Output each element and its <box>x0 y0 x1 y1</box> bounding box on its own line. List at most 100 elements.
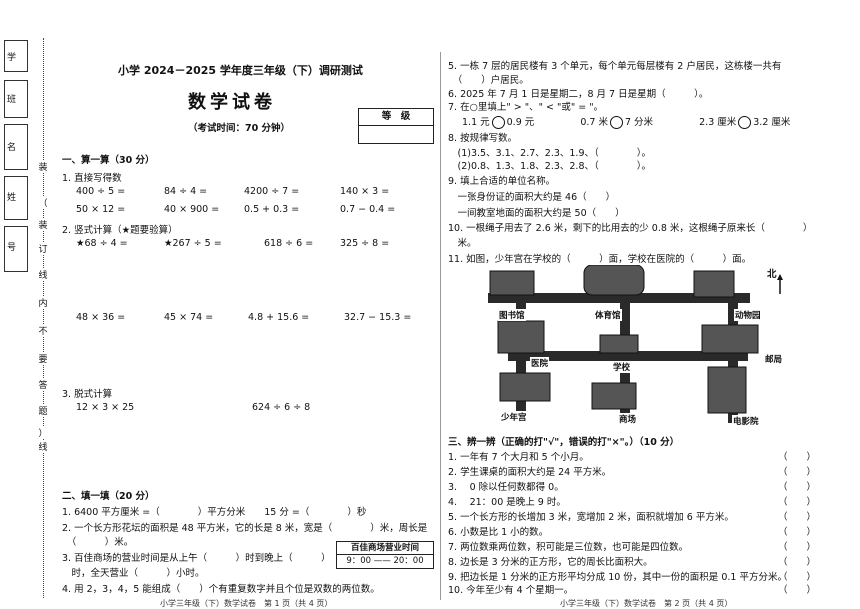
post-office-building <box>701 324 759 354</box>
binding-char: 答 <box>37 378 49 391</box>
binding-char: 线 <box>37 268 49 281</box>
library-building <box>489 270 535 296</box>
side-box <box>4 40 28 72</box>
answer-paren[interactable]: （ ） <box>778 585 817 596</box>
fill-item: 一间教室地面的面积大约是 50（ ） <box>448 208 625 219</box>
binding-char: 装 <box>37 160 49 173</box>
side-box <box>4 80 28 118</box>
judge-item: 1. 一年有 7 个大月和 5 个小月。 <box>448 452 589 463</box>
calc-item: ★68 ÷ 4 = <box>76 238 128 249</box>
side-label: 姓 <box>7 193 17 203</box>
page-footer: 小学三年级（下）数学试卷 第 1 页（共 4 页） <box>160 599 333 608</box>
zoo-building <box>693 270 735 298</box>
fill-item: （ ）户居民。 <box>448 75 529 86</box>
business-hours-value: 9：00 —— 20：00 <box>346 556 424 566</box>
calc-item: 325 ÷ 8 = <box>340 238 390 249</box>
question-title: 2. 竖式计算（★题要验算） <box>62 225 178 236</box>
map-label-library: 图书馆 <box>498 309 526 321</box>
calc-item: 45 × 74 = <box>164 312 214 323</box>
compare-right: 0.9 元 <box>506 117 535 128</box>
side-box <box>4 124 28 170</box>
binding-char: 要 <box>37 352 49 365</box>
judge-item: 10. 今年至少有 4 个星期一。 <box>448 585 574 596</box>
compare-left: 0.7 米 <box>580 117 608 128</box>
calc-item: 400 ÷ 5 = <box>76 186 126 197</box>
fill-item: 3. 百佳商场的营业时间是从上午（ ）时到晚上（ ） <box>62 553 331 564</box>
section-title: 三、辨一辨（正确的打"√"，错误的打"×"。）（10 分） <box>448 437 680 448</box>
judge-item: 7. 两位数乘两位数，积可能是三位数，也可能是四位数。 <box>448 542 689 553</box>
answer-paren[interactable]: （ ） <box>778 557 817 568</box>
binding-char: 线 <box>37 440 49 453</box>
business-hours-box: 百佳商场营业时间 9：00 —— 20：00 <box>336 541 434 569</box>
calc-item: 32.7 − 15.3 = <box>344 312 412 323</box>
answer-paren[interactable]: （ ） <box>778 482 817 493</box>
fill-item: 5. 一栋 7 层的居民楼有 3 个单元，每个单元每层楼有 2 户居民，这栋楼一… <box>448 61 782 72</box>
subject-title: 数学试卷 <box>188 92 276 113</box>
calc-item: 140 × 3 = <box>340 186 390 197</box>
compare-circle[interactable] <box>491 116 505 129</box>
cinema-building <box>707 366 747 414</box>
north-label: 北 <box>767 269 777 280</box>
fill-item: 2. 一个长方形花坛的面积是 48 平方米，它的长是 8 米，宽是（ ）米，周长… <box>62 523 428 534</box>
section-title: 一、算一算（30 分） <box>62 155 155 166</box>
map-label-zoo: 动物园 <box>734 309 762 321</box>
calc-item: 12 × 3 × 25 <box>76 402 135 413</box>
answer-paren[interactable]: （ ） <box>778 572 817 583</box>
answer-paren[interactable]: （ ） <box>778 452 817 463</box>
compare-right: 3.2 厘米 <box>753 117 791 128</box>
hospital-building <box>497 320 545 354</box>
compare-left: 2.3 厘米 <box>699 117 737 128</box>
fill-item: 9. 填上合适的单位名称。 <box>448 176 556 187</box>
grade-label: 等 级 <box>359 109 433 126</box>
binding-char: 订 <box>37 242 49 255</box>
binding-char: 不 <box>37 324 49 337</box>
side-label: 班 <box>7 95 17 105</box>
page-divider <box>440 52 441 600</box>
fill-item: 11. 如图，少年宫在学校的（ ）面，学校在医院的（ ）面。 <box>448 254 752 265</box>
fill-item: （ ）米。 <box>62 537 134 548</box>
fill-item: 8. 按规律写数。 <box>448 133 518 144</box>
exam-title: 小学 2024－2025 学年度三年级（下）调研测试 <box>118 64 363 77</box>
map-label-post-office: 邮局 <box>764 353 784 365</box>
answer-paren[interactable]: （ ） <box>778 527 817 538</box>
calc-item: 618 ÷ 6 = <box>264 238 314 249</box>
answer-paren[interactable]: （ ） <box>778 542 817 553</box>
school-building <box>599 334 639 354</box>
north-arrow-icon <box>777 274 783 294</box>
binding-char: 装 <box>37 218 49 231</box>
calc-item: ★267 ÷ 5 = <box>164 238 222 249</box>
fill-item: 6. 2025 年 7 月 1 日是星期二，8 月 7 日是星期（ ）。 <box>448 89 709 100</box>
calc-item: 0.5 + 0.3 = <box>244 204 300 215</box>
answer-paren[interactable]: （ ） <box>778 467 817 478</box>
map-label-hospital: 医院 <box>530 357 550 369</box>
business-hours-title: 百佳商场营业时间 <box>337 542 433 555</box>
mall-building <box>591 382 637 410</box>
compare-circle[interactable] <box>609 116 623 129</box>
binding-char: 题 <box>37 404 49 417</box>
answer-paren[interactable]: （ ） <box>778 497 817 508</box>
fill-item: (1)3.5、3.1、2.7、2.3、1.9、（ ）。 <box>448 148 652 159</box>
calc-item: 84 ÷ 4 = <box>164 186 208 197</box>
map-roads <box>488 264 759 423</box>
gym-building <box>583 264 645 296</box>
calc-item: 0.7 − 0.4 = <box>340 204 396 215</box>
compare-circle[interactable] <box>738 116 752 129</box>
judge-item: 3. 0 除以任何数都得 0。 <box>448 482 564 493</box>
fill-item: 4. 用 2，3，4，5 能组成（ ）个有重复数字并且个位是双数的两位数。 <box>62 584 380 595</box>
calc-item: 48 × 36 = <box>76 312 126 323</box>
judge-item: 2. 学生课桌的面积大约是 24 平方米。 <box>448 467 612 478</box>
question-title: 3. 脱式计算 <box>62 389 113 400</box>
map-label-youth-palace: 少年宫 <box>500 411 528 423</box>
fill-item: 时，全天营业（ ）小时。 <box>62 568 205 579</box>
side-label: 号 <box>7 243 17 253</box>
judge-item: 8. 边长是 3 分米的正方形，它的周长比面积大。 <box>448 557 653 568</box>
fill-item: (2)0.8、1.3、1.8、2.3、2.8、（ ）。 <box>448 161 652 172</box>
side-box <box>4 226 28 272</box>
fill-item: 10. 一根绳子用去了 2.6 米，剩下的比用去的少 0.8 米，这根绳子原来长… <box>448 223 813 234</box>
side-label: 学 <box>7 53 17 63</box>
fill-item: 一张身份证的面积大约是 46（ ） <box>448 192 616 203</box>
map-label-school: 学校 <box>612 361 632 373</box>
question-title: 1. 直接写得数 <box>62 173 122 184</box>
answer-paren[interactable]: （ ） <box>778 512 817 523</box>
